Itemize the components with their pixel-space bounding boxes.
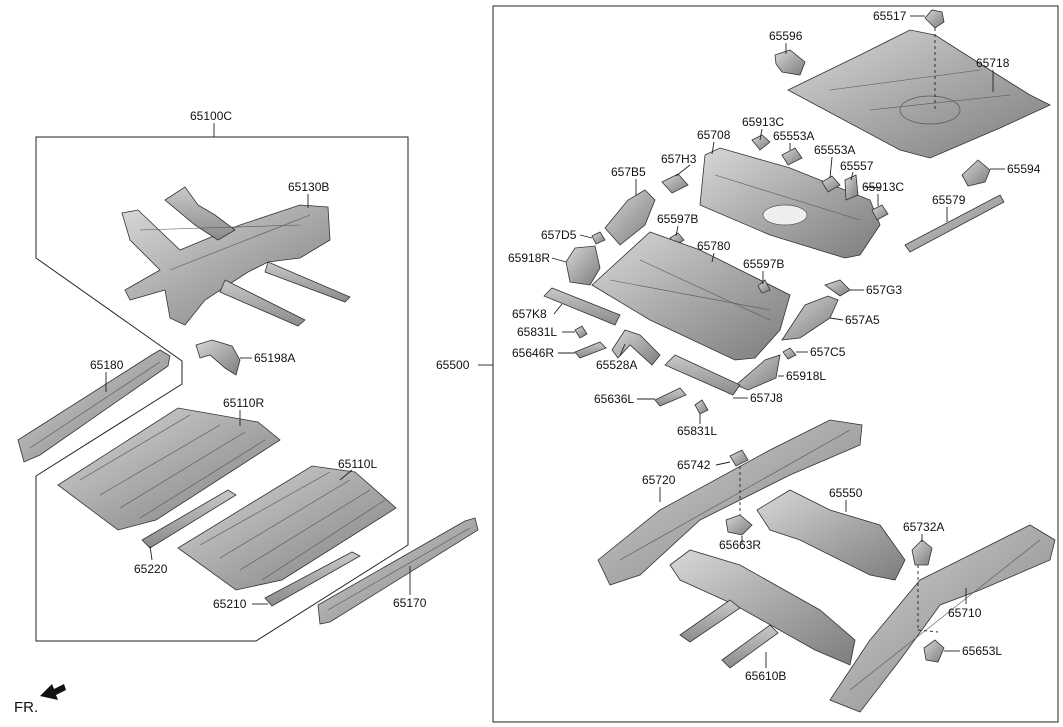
part-65594-shape	[961, 159, 991, 187]
part-65517-shape	[924, 9, 945, 29]
label-65710: 65710	[948, 606, 982, 620]
part-65918L-shape	[735, 354, 781, 391]
part-65780-shape	[591, 231, 791, 361]
label-65913C-a: 65913C	[742, 115, 784, 129]
part-65130B-shape	[121, 186, 351, 327]
label-65210: 65210	[213, 597, 247, 611]
part-65180-shape	[17, 349, 171, 463]
part-657C5-shape	[782, 347, 797, 360]
label-65130B: 65130B	[288, 180, 329, 194]
part-657K8-shape	[543, 287, 621, 326]
part-65170-shape	[317, 517, 479, 625]
part-65557-shape	[844, 174, 859, 201]
label-657D5: 657D5	[541, 228, 577, 242]
label-657G3: 657G3	[866, 283, 902, 297]
part-65663R-shape	[725, 514, 753, 536]
part-65718-shape	[787, 29, 1051, 159]
part-65110R-shape	[57, 407, 281, 531]
front-arrow-icon	[40, 684, 66, 700]
label-65780: 65780	[697, 239, 731, 253]
label-65720: 65720	[642, 473, 676, 487]
label-65610B: 65610B	[745, 669, 786, 683]
label-65594: 65594	[1007, 162, 1041, 176]
part-65636L-shape	[654, 387, 687, 407]
part-657H3-shape	[661, 173, 689, 194]
label-65110L: 65110L	[338, 457, 377, 471]
part-65579-shape	[904, 194, 1005, 253]
label-65918R: 65918R	[508, 251, 550, 265]
label-65742: 65742	[677, 458, 711, 472]
part-65596-shape	[774, 49, 806, 76]
part-65646R-shape	[574, 341, 607, 359]
label-front-direction: FR.	[14, 699, 38, 716]
part-65918R-shape	[565, 245, 601, 286]
label-65170: 65170	[393, 596, 427, 610]
label-65646R: 65646R	[512, 346, 554, 360]
label-65913C-b: 65913C	[862, 180, 904, 194]
label-assy-65500: 65500	[436, 358, 470, 372]
part-65210-shape	[264, 551, 361, 607]
label-65718: 65718	[976, 56, 1010, 70]
label-65553A-b: 65553A	[814, 143, 855, 157]
part-657G3-shape	[824, 279, 851, 297]
part-65708-shape	[699, 147, 881, 259]
part-65913C-a-shape	[751, 134, 771, 151]
part-657A5-shape	[781, 295, 839, 341]
label-65110R: 65110R	[223, 396, 264, 410]
part-65653L-shape	[923, 639, 945, 663]
assy-65500-frame	[492, 5, 1059, 723]
label-657C5: 657C5	[810, 345, 846, 359]
part-65831L-b-shape	[694, 399, 709, 415]
assy-65100C-frame	[35, 136, 409, 642]
label-65550: 65550	[829, 486, 863, 500]
part-65732A-shape	[911, 539, 933, 566]
label-657J8: 657J8	[750, 391, 783, 405]
label-65597B-b: 65597B	[743, 257, 784, 271]
label-65597B-a: 65597B	[657, 212, 698, 226]
label-65918L: 65918L	[786, 369, 826, 383]
part-657B5-shape	[604, 189, 656, 246]
label-65732A: 65732A	[903, 520, 944, 534]
part-65553A-b-shape	[821, 175, 841, 193]
label-65220: 65220	[134, 562, 168, 576]
label-657A5: 657A5	[845, 313, 880, 327]
label-65708: 65708	[697, 128, 731, 142]
label-65517: 65517	[873, 9, 907, 23]
part-65553A-a-shape	[781, 147, 803, 166]
part-65913C-b-shape	[871, 204, 889, 221]
part-65550-shape	[756, 489, 906, 581]
label-657K8: 657K8	[512, 307, 547, 321]
label-65579: 65579	[932, 193, 966, 207]
label-65596: 65596	[769, 29, 803, 43]
label-65198A: 65198A	[254, 351, 295, 365]
part-65610B-shape	[669, 549, 856, 669]
label-65180: 65180	[90, 358, 124, 372]
part-65198A-shape	[195, 339, 241, 376]
label-65636L: 65636L	[594, 392, 634, 406]
part-65742-shape	[729, 449, 749, 467]
label-65528A: 65528A	[596, 358, 637, 372]
label-657B5: 657B5	[611, 165, 646, 179]
part-65720-shape	[597, 419, 863, 586]
label-65831L-b: 65831L	[677, 424, 717, 438]
label-65653L: 65653L	[962, 644, 1002, 658]
part-65831L-a-shape	[574, 325, 588, 339]
part-65710-shape	[829, 524, 1056, 713]
label-65553A-a: 65553A	[773, 129, 814, 143]
label-657H3: 657H3	[661, 152, 697, 166]
label-65557: 65557	[840, 159, 874, 173]
label-65663R: 65663R	[719, 538, 761, 552]
part-65110L-shape	[177, 465, 397, 591]
label-assy-65100C: 65100C	[190, 109, 232, 123]
part-65220-shape	[141, 489, 237, 549]
part-657J8-shape	[664, 354, 741, 396]
label-65831L-a: 65831L	[517, 325, 557, 339]
part-657D5-shape	[591, 231, 606, 245]
